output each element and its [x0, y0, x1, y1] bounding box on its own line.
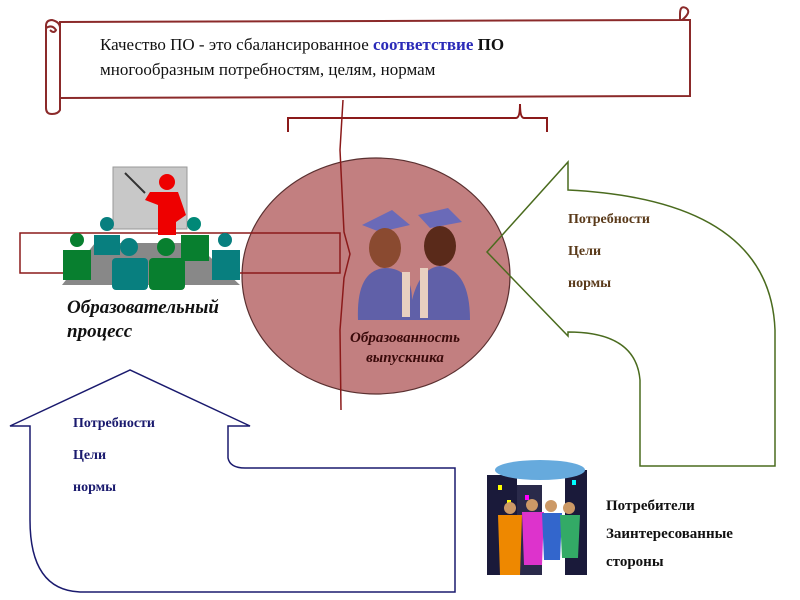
graduate-education-label: Образованность выпускника — [340, 328, 470, 368]
list-item: Цели — [568, 244, 602, 259]
left-arrow-list: Потребности Цели нормы — [73, 408, 155, 504]
vertical-divider — [339, 99, 351, 411]
educational-process-label: Образовательный процесс — [67, 296, 219, 344]
label-line: выпускника — [366, 350, 444, 366]
label-line: Потребители — [606, 498, 695, 514]
list-item: Потребности — [73, 416, 155, 431]
brace — [287, 103, 548, 132]
right-arrow-list: Потребности Цели нормы — [568, 204, 650, 300]
consumers-label: Потребители Заинтересованные стороны — [606, 492, 733, 576]
list-item: Потребности — [568, 212, 650, 227]
consumers-icon — [487, 460, 587, 575]
label-line: Образованность — [350, 330, 460, 346]
list-item: Цели — [73, 448, 107, 463]
definition-suffix: ПО — [477, 35, 505, 54]
label-line: процесс — [67, 321, 133, 342]
graduates-icon — [357, 208, 470, 320]
label-line: Образовательный — [67, 297, 219, 318]
list-item: нормы — [568, 276, 612, 291]
navy-bent-arrow — [9, 369, 456, 593]
scroll-banner — [45, 6, 691, 116]
definition-line2: многообразным потребностям, целям, норма… — [100, 60, 436, 79]
definition-highlight: соответствие — [373, 35, 474, 54]
label-line: стороны — [606, 554, 664, 570]
list-item: нормы — [73, 480, 117, 495]
label-line: Заинтересованные — [606, 526, 733, 542]
classroom-icon — [62, 166, 240, 290]
quality-definition: Качество ПО - это сбалансированное соотв… — [100, 32, 680, 82]
green-bent-arrow — [485, 160, 776, 467]
definition-text: Качество ПО - это сбалансированное — [100, 35, 369, 54]
red-connector-arrow — [19, 232, 341, 274]
